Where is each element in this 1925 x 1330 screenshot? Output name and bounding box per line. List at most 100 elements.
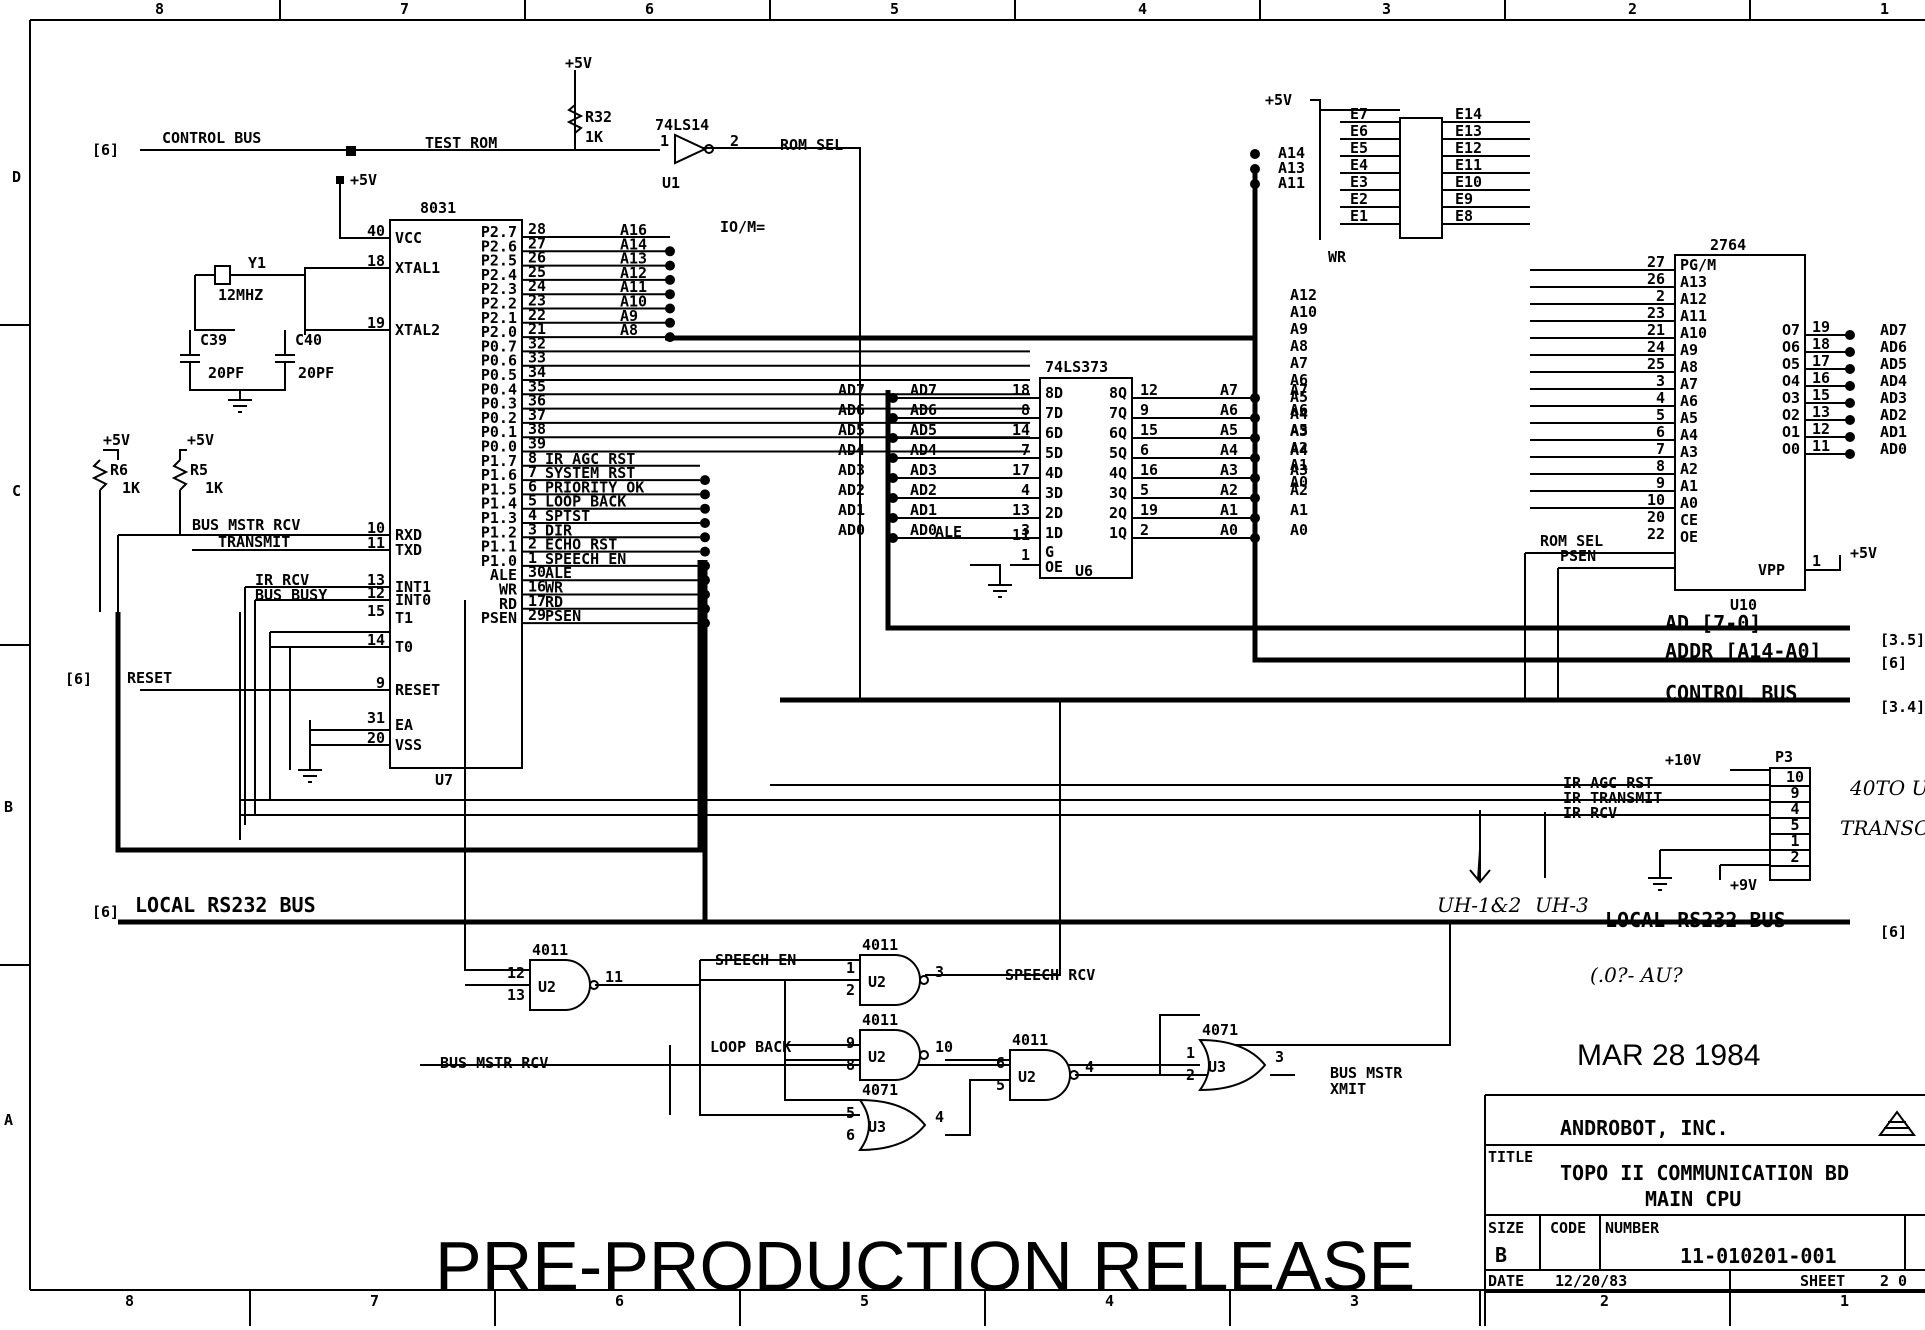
jumper-label: E14 [1455,105,1482,123]
row-label: C [12,482,21,500]
junction-dot [700,575,710,586]
u7-supply: +5V [350,171,377,189]
u10-pin-number: 3 [1656,372,1665,390]
vpp-pin: 1 [1812,552,1821,570]
ir-transmit-net: IR TRANSMIT [1563,789,1662,807]
u10-pin-number: 10 [1647,491,1665,509]
u7-pin-net: A8 [620,321,638,339]
u7-pin-number: 11 [367,534,385,552]
date-value: 12/20/83 [1555,1272,1627,1290]
u7-pin-net: A14 [620,235,647,253]
u6-pin-name: 5Q [1109,444,1127,462]
u10-pin-number: 19 [1812,318,1830,336]
u6-out-net: A7 [1220,381,1238,399]
u7-pin-number: 8 [528,449,537,467]
u10-pin-number: 16 [1812,369,1830,387]
zone-top: 2 [1628,0,1637,18]
u7-pin-number: 30 [528,563,546,581]
u7-pin-number: 33 [528,349,546,367]
gate-type: 4011 [862,936,898,954]
junction-dot [700,546,710,557]
u6-pin-name: 2Q [1109,504,1127,522]
u7-pin-number: 20 [367,729,385,747]
zone-bottom: 8 [125,1292,134,1310]
u7-pin-name: WR [499,581,518,599]
size-label: SIZE [1488,1219,1524,1237]
u10-pin-name: A11 [1680,307,1707,325]
c39-value: 20PF [208,364,244,382]
u6-out-net: A5 [1290,421,1308,439]
io-m-net: IO/M= [720,218,765,236]
u6-pin-name: 6Q [1109,424,1127,442]
junction-dot [1845,364,1855,374]
gate-ref: U3 [868,1118,886,1136]
address-bus-line [665,165,1850,663]
gate-pin: 1 [1186,1044,1195,1062]
junction-dot [888,513,898,523]
junction-dot [888,533,898,543]
u6-pin-name: 6D [1045,424,1063,442]
u7-pin-name: P0.1 [481,423,517,441]
gate-type: 4011 [1012,1031,1048,1049]
u10-left-net: A9 [1290,320,1308,338]
speech-rcv-net: SPEECH RCV [1005,966,1095,984]
gate-type: 4071 [1202,1021,1238,1039]
u10-pin-name: O0 [1782,440,1800,458]
zone-bottom: 1 [1840,1292,1849,1310]
u7-pin-net: A16 [620,221,647,239]
junction-dot [1845,432,1855,442]
p3-ref: P3 [1775,748,1793,766]
microcontroller-8031: 8031 U7 +5V [336,171,523,789]
u6-out-net: A2 [1220,481,1238,499]
p3-pin-number: 5 [1790,816,1799,834]
u10-left-net: A12 [1290,286,1317,304]
gate-pin: 11 [605,968,623,986]
u10-pin-number: 25 [1647,355,1665,373]
u10-out-net: AD3 [1880,389,1907,407]
u6-pin-number: 9 [1140,401,1149,419]
sheet-label: SHEET [1800,1272,1845,1290]
u7-body [389,219,523,769]
u6-in-net: AD6 [910,401,937,419]
zone-bottom: 6 [615,1292,624,1310]
junction-dot [1250,393,1260,403]
u7-pin-name: P1.5 [481,480,517,498]
u10-pin-name: A4 [1680,426,1698,444]
left-signals: +5V +5V R6 1K R5 1K BUS MSTR RCV TRANSMI… [65,431,390,840]
inverter-symbol [674,133,708,165]
u7-pin-number: 21 [528,320,546,338]
u7-pin-number: 37 [528,406,546,424]
u7-pin-number: 26 [528,249,546,267]
u10-left-net: A2 [1290,439,1308,457]
jumper-label: E4 [1350,156,1368,174]
title-line2: MAIN CPU [1645,1187,1741,1211]
u10-pin-number: 12 [1812,420,1830,438]
p3-pin-number: 9 [1790,784,1799,802]
r32-ref: R32 [585,108,612,126]
rs232-labels: [6] LOCAL RS232 BUS LOCAL RS232 BUS [6] [92,893,1907,941]
u6-pin-name: 8Q [1109,384,1127,402]
loop-back-net: LOOP BACK [710,1038,791,1056]
u7-pin-name: XTAL1 [395,259,440,277]
u6-pin-name: G [1045,543,1054,561]
y1-value: 12MHZ [218,286,263,304]
wr-label: WR [1328,248,1347,266]
u6-in-net: AD7 [838,381,865,399]
jumper-net: A13 [1278,159,1305,177]
u6-pin-name: OE [1045,558,1063,576]
number-value: 11-010201-001 [1680,1244,1837,1268]
u6-out-net: A3 [1220,461,1238,479]
junction-dot [700,518,710,528]
offsheet-ref: [6] [1880,923,1907,941]
r6-ref: R6 [110,461,128,479]
gate-pin: 3 [935,963,944,981]
u7-pin-name: P2.7 [481,223,517,241]
u10-pin-name: A2 [1680,460,1698,478]
u7-pin-name: P2.2 [481,295,517,313]
u1-type: 74LS14 [655,116,709,134]
control-bus-top: [6] CONTROL BUS TEST ROM ROM SEL +5V R32… [92,54,861,700]
gate-pin: 8 [846,1056,855,1074]
u6-pin-name: 1Q [1109,524,1127,542]
u7-type: 8031 [420,199,456,217]
u6-pin-number: 19 [1140,501,1158,519]
